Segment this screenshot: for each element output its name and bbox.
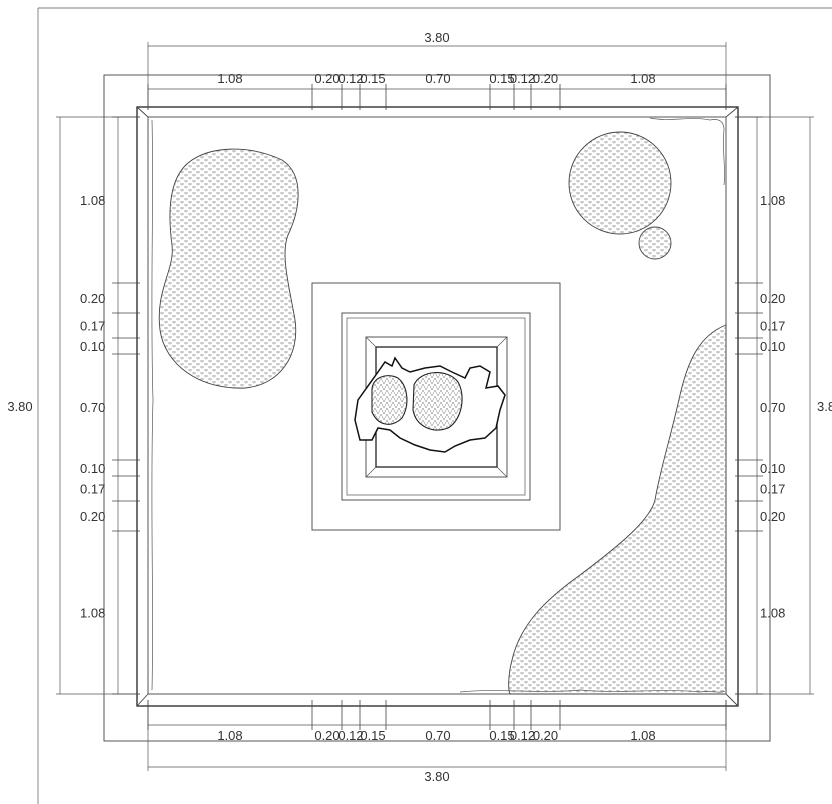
dim-right-segment: 0.20 — [760, 509, 785, 524]
center-corner-tl — [365, 336, 377, 348]
wall-corner-tr — [725, 106, 739, 118]
dim-top-segment: 0.12 — [510, 71, 535, 86]
sculpture-rock-right — [412, 372, 463, 431]
dim-top-segment: 0.20 — [533, 71, 558, 86]
wall-outer-line — [136, 106, 739, 707]
dim-top-total: 3.80 — [424, 30, 449, 45]
wall-corner-br — [725, 693, 739, 707]
wall-texture-bottom — [459, 689, 726, 693]
dim-top-segment: 1.08 — [630, 71, 655, 86]
dim-left-segment: 1.08 — [80, 606, 105, 621]
dim-top-segment: 0.20 — [314, 71, 339, 86]
dim-right-segment: 0.17 — [760, 482, 785, 497]
dim-bottom-segment: 0.12 — [338, 728, 363, 743]
dim-bottom-segment: 1.08 — [217, 728, 242, 743]
dim-left-segment: 0.10 — [80, 461, 105, 476]
planting-bed-left — [158, 148, 299, 389]
dim-top-segment: 0.15 — [489, 71, 514, 86]
planting-bed-round-large — [568, 131, 672, 235]
dim-bottom-total: 3.80 — [424, 769, 449, 784]
sculpture-rock-left — [371, 375, 408, 425]
dim-right-segment: 0.70 — [760, 400, 785, 415]
dim-right-total: 3.8 — [817, 399, 832, 414]
dim-bottom-segment: 0.15 — [360, 728, 385, 743]
planting-bed-round-small — [638, 226, 672, 260]
dim-right-segment: 1.08 — [760, 193, 785, 208]
dim-right-segment: 0.10 — [760, 461, 785, 476]
dim-left-total: 3.80 — [7, 399, 32, 414]
wall-corner-tl — [136, 106, 149, 118]
dim-top-segment: 0.15 — [360, 71, 385, 86]
planting-bed-right — [508, 324, 727, 695]
dim-right-segment: 0.17 — [760, 319, 785, 334]
dim-bottom-segment: 0.20 — [314, 728, 339, 743]
dim-bottom-segment: 0.15 — [489, 728, 514, 743]
center-mid-square — [341, 312, 531, 501]
center-corner-tr — [496, 336, 508, 348]
dim-left-segments: 1.08 0.20 0.17 0.10 0.70 0.10 0.17 0.20 1.08 — [80, 193, 105, 621]
dim-top-segment: 1.08 — [217, 71, 242, 86]
dim-left-segment: 0.17 — [80, 319, 105, 334]
dim-left-segment: 1.08 — [80, 193, 105, 208]
center-corner-bl — [365, 466, 377, 478]
dim-bottom-segment: 0.70 — [425, 728, 450, 743]
wall-corner-bl — [136, 693, 149, 707]
wall-texture-top-right — [649, 117, 725, 186]
dim-left-segment: 0.20 — [80, 291, 105, 306]
dim-top-segment: 0.70 — [425, 71, 450, 86]
dim-right-segments: 1.08 0.20 0.17 0.10 0.70 0.10 0.17 0.20 1.08 — [760, 193, 785, 621]
outer-boundary — [103, 74, 771, 742]
dim-right-segment: 0.10 — [760, 339, 785, 354]
dim-right-segment: 0.20 — [760, 291, 785, 306]
center-outer-square — [311, 282, 561, 531]
wall-texture-left — [151, 119, 154, 691]
dim-bottom-segment: 0.20 — [533, 728, 558, 743]
dim-left-segment: 0.20 — [80, 509, 105, 524]
dim-right-segment: 1.08 — [760, 606, 785, 621]
dimension-ticks — [112, 84, 763, 730]
center-corner-br — [496, 466, 508, 478]
center-inner-square-1 — [346, 317, 526, 496]
dim-bottom-segment: 1.08 — [630, 728, 655, 743]
dim-top-segment: 0.12 — [338, 71, 363, 86]
dim-left-segment: 0.10 — [80, 339, 105, 354]
dimension-lines — [56, 42, 814, 771]
dim-left-segment: 0.17 — [80, 482, 105, 497]
dim-bottom-segment: 0.12 — [510, 728, 535, 743]
dim-left-segment: 0.70 — [80, 400, 105, 415]
